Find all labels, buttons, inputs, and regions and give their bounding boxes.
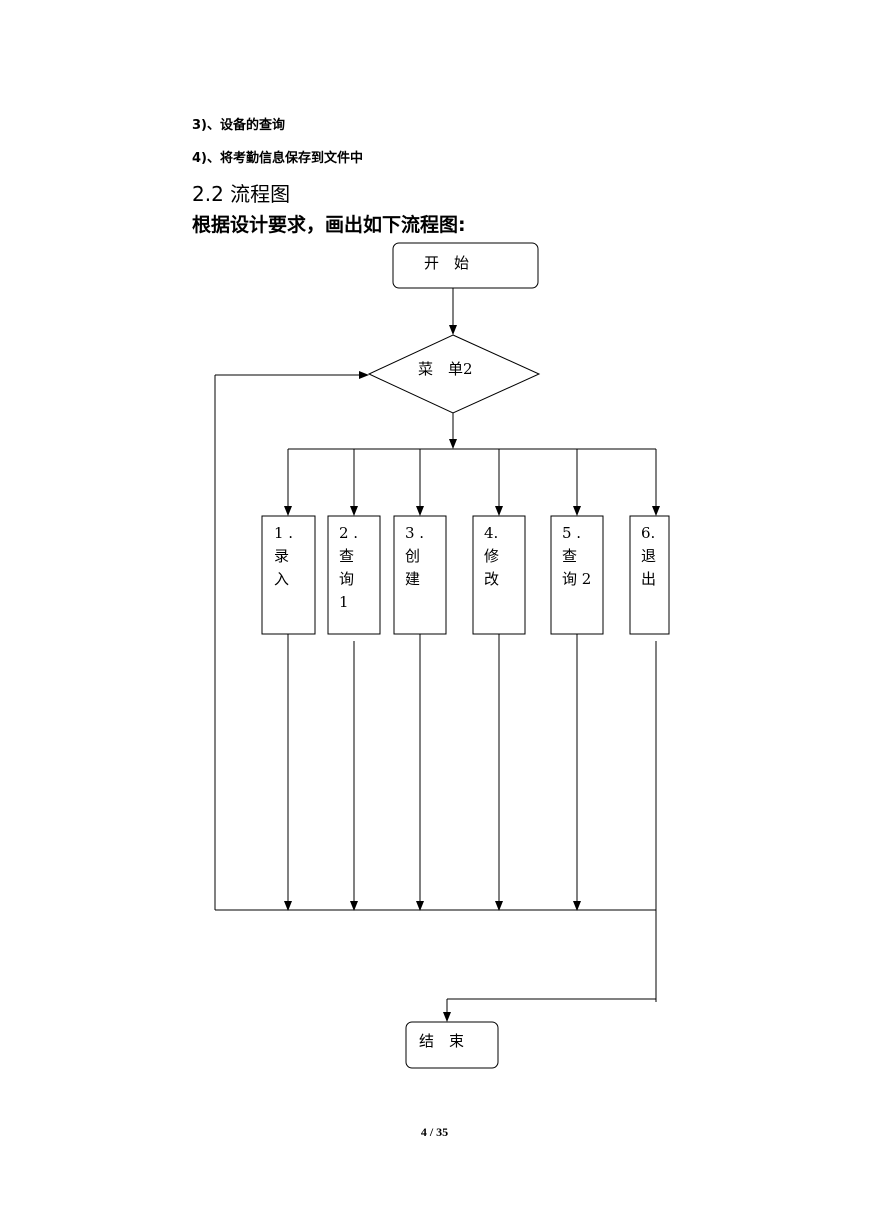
option-2-line-1: 2 .	[339, 524, 358, 542]
start-box	[392, 242, 539, 289]
list-item-device-query: 3)、设备的查询	[192, 118, 285, 133]
option-2-line-3: 询	[339, 570, 354, 588]
option-3-line-2: 创	[405, 547, 420, 565]
option-4-line-3: 改	[484, 570, 499, 588]
option-box-4: 4. 修 改	[472, 515, 526, 635]
option-5-line-2: 查	[562, 547, 577, 565]
option-box-2: 2 . 查 询 1	[327, 515, 381, 635]
end-box	[405, 1021, 499, 1069]
option-1-line-3: 入	[274, 570, 289, 588]
option-3-line-1: 3 .	[405, 524, 424, 542]
intro-text: 根据设计要求，画出如下流程图:	[192, 214, 466, 236]
option-6-line-3: 出	[641, 570, 656, 588]
option-box-6: 6. 退 出	[629, 515, 670, 635]
menu-label: 菜 单2	[418, 360, 473, 378]
option-3-line-3: 建	[405, 570, 420, 588]
list-item-save-attendance: 4)、将考勤信息保存到文件中	[192, 151, 363, 166]
option-box-1: 1 . 录 入	[261, 515, 316, 635]
option-4-line-2: 修	[484, 547, 499, 565]
section-heading: 2.2 流程图	[192, 182, 291, 206]
page-number: 4 / 35	[420, 1125, 449, 1139]
option-4-line-1: 4.	[484, 524, 498, 542]
option-1-line-2: 录	[274, 547, 289, 565]
option-5-line-1: 5 .	[562, 524, 581, 542]
option-1-line-1: 1 .	[274, 524, 293, 542]
option-2-line-4: 1	[339, 593, 349, 611]
option-2-line-2: 查	[339, 547, 354, 565]
start-label: 开 始	[424, 254, 469, 272]
option-5-line-3: 询 2	[562, 570, 591, 588]
option-box-3: 3 . 创 建	[393, 515, 447, 635]
option-6-line-2: 退	[641, 547, 656, 565]
end-label: 结 束	[419, 1032, 464, 1050]
option-box-5: 5 . 查 询 2	[550, 515, 604, 635]
option-6-line-1: 6.	[641, 524, 655, 542]
